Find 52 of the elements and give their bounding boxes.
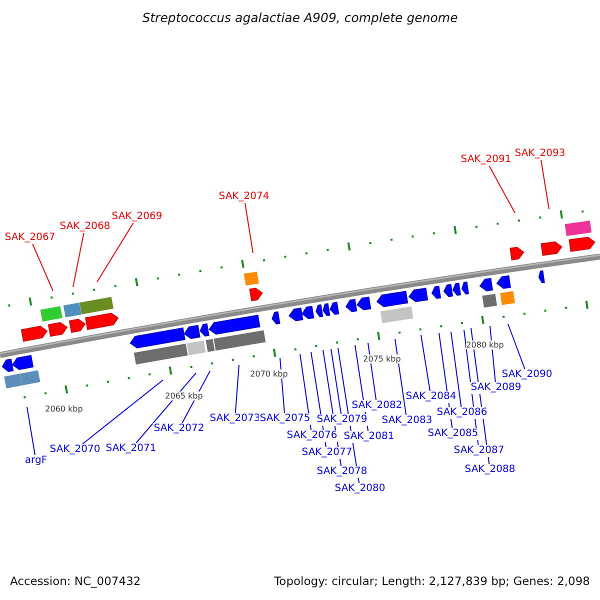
gene-label: SAK_2084 [404, 391, 458, 403]
leader-line [420, 334, 430, 392]
gene-label: SAK_2071 [104, 443, 158, 455]
gene-label: SAK_2068 [58, 221, 112, 233]
gene-label: SAK_2080 [334, 483, 386, 495]
gene-label: SAK_2075 [258, 413, 312, 425]
scale-label: 2065 kbp [165, 392, 203, 400]
leader-line [72, 232, 84, 288]
gene-label: SAK_2085 [426, 428, 480, 440]
leader-line [540, 160, 550, 210]
gene-label: SAK_2093 [514, 148, 566, 160]
scale-label: 2060 kbp [45, 404, 83, 414]
leader-line [488, 166, 516, 214]
footer-text: Topology: circular; Length: 2,127,839 bp; Genes: 2,098 [274, 574, 590, 588]
leader-line [450, 332, 462, 408]
gene-label: SAK_2083 [380, 415, 434, 427]
leader-line [234, 364, 240, 414]
leader-line [490, 326, 496, 382]
gene-label: argF [24, 455, 48, 467]
gene-label: SAK_2067 [4, 232, 56, 244]
gene-label: SAK_2072 [152, 423, 206, 435]
gene-label: SAK_2090 [500, 369, 554, 381]
gene-label: SAK_2076 [286, 430, 338, 442]
gene-label: SAK_2078 [316, 466, 368, 478]
leader-line [82, 380, 164, 444]
leader-line [330, 348, 342, 414]
gene-label: SAK_2088 [464, 464, 516, 476]
gene-label: SAK_2081 [342, 431, 396, 443]
gene-label: SAK_2082 [350, 400, 404, 412]
gene-label: SAK_2087 [452, 445, 506, 457]
leader-line [394, 338, 407, 416]
gene-label: SAK_2089 [470, 382, 522, 394]
footer-text: Accession: NC_007432 [10, 574, 141, 588]
leader-line [368, 342, 377, 400]
leader-line [136, 372, 196, 444]
gene-label: SAK_2074 [218, 191, 270, 203]
leader-line [508, 324, 526, 370]
gene-label: SAK_2079 [316, 414, 368, 426]
gene-label: SAK_2077 [300, 447, 354, 459]
leader-line [32, 244, 54, 292]
scale-label: 2080 kbp [466, 340, 504, 350]
title: Streptococcus agalactiae A909, complete genome [142, 10, 458, 25]
gene-label: SAK_2086 [436, 407, 488, 419]
gene-label: SAK_2073 [208, 413, 262, 425]
gene-label: SAK_2069 [110, 211, 164, 223]
leader-line [244, 202, 254, 254]
leader-line [26, 406, 36, 456]
gene-label: SAK_2070 [48, 444, 102, 456]
scale-label: 2070 kbp [250, 370, 288, 378]
scale-label: 2075 kbp [363, 354, 401, 364]
gene-label: SAK_2091 [460, 154, 512, 166]
leader-line [96, 222, 134, 282]
